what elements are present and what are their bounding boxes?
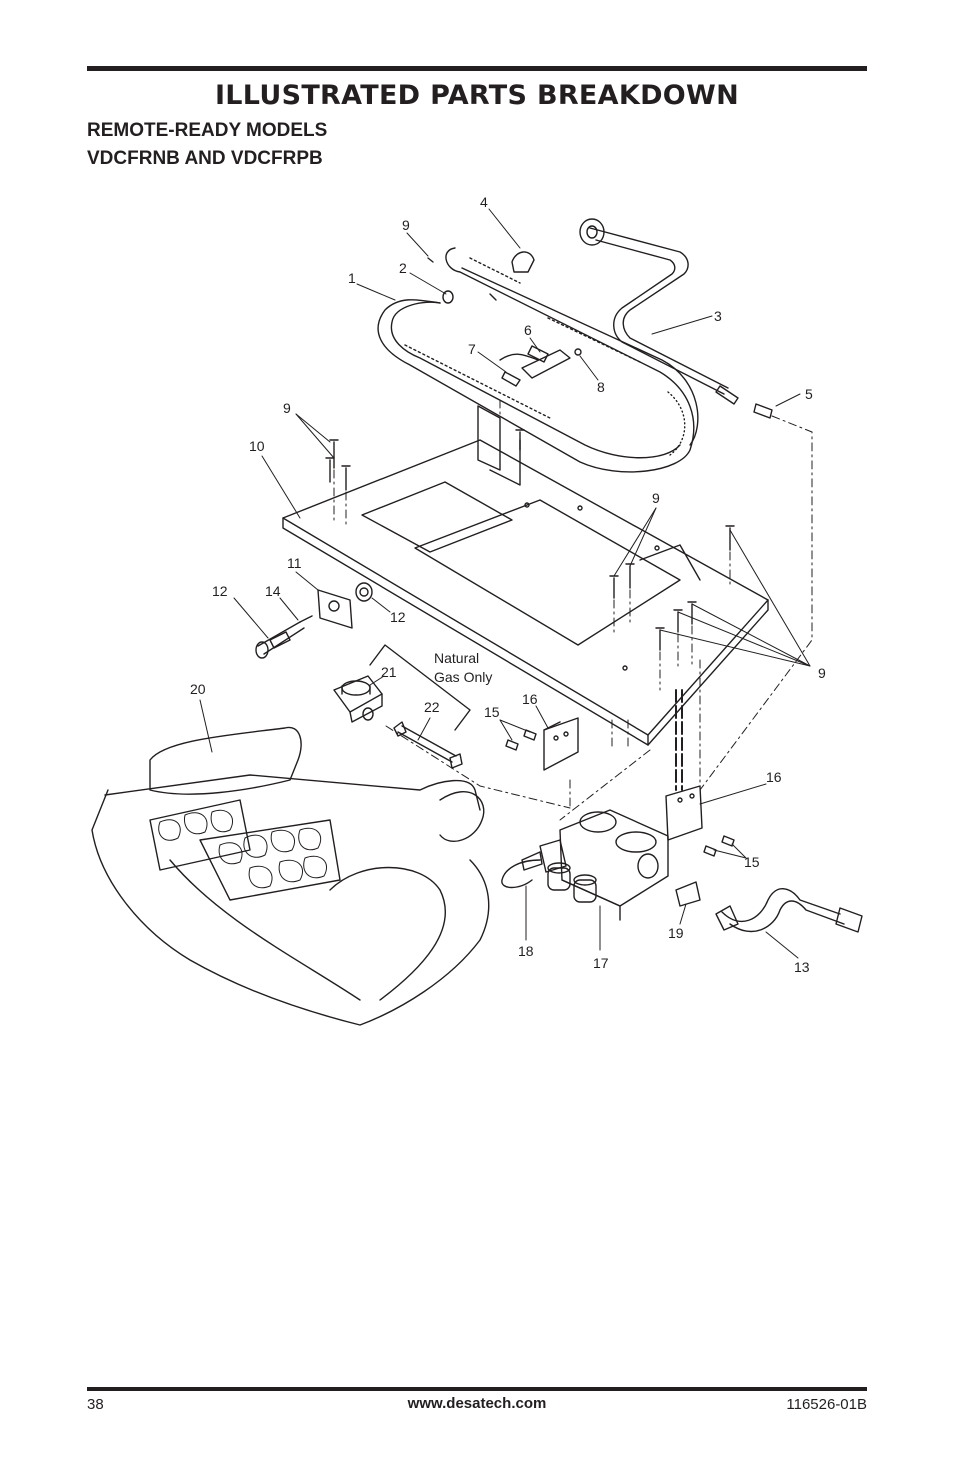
base-plate bbox=[282, 439, 769, 746]
logs-20 bbox=[91, 726, 490, 1026]
callout-17: 17 bbox=[593, 955, 609, 971]
regulator-21 bbox=[333, 675, 383, 723]
callout-16b: 16 bbox=[766, 769, 782, 785]
callout-2: 2 bbox=[399, 260, 407, 276]
callout-10: 10 bbox=[249, 438, 265, 454]
callout-15b: 15 bbox=[744, 854, 760, 870]
pilot-assembly bbox=[499, 345, 582, 387]
callout-5: 5 bbox=[805, 386, 813, 402]
callout-20: 20 bbox=[190, 681, 206, 697]
fitting-19 bbox=[675, 881, 701, 907]
callout-4: 4 bbox=[480, 194, 488, 210]
callout-7: 7 bbox=[468, 341, 476, 357]
website-link[interactable]: www.desatech.com bbox=[407, 1395, 547, 1412]
callout-22: 22 bbox=[424, 699, 440, 715]
wire-18 bbox=[501, 851, 543, 889]
page-title: ILLUSTRATED PARTS BREAKDOWN bbox=[214, 80, 740, 111]
callout-11: 11 bbox=[287, 555, 302, 571]
callout-9d: 9 bbox=[818, 665, 826, 681]
page-number: 38 bbox=[87, 1396, 104, 1413]
callout-15a: 15 bbox=[484, 704, 500, 720]
gas-tube bbox=[579, 218, 739, 405]
callout-13: 13 bbox=[794, 959, 810, 975]
subtitle-line-1: REMOTE-READY MODELS bbox=[87, 120, 328, 141]
screws-15 bbox=[505, 729, 735, 857]
callout-9b: 9 bbox=[283, 400, 291, 416]
bottom-rule bbox=[87, 1387, 867, 1391]
natural-gas-note-line-2: Gas Only bbox=[434, 669, 492, 685]
callout-6: 6 bbox=[524, 322, 532, 338]
tube-22 bbox=[393, 721, 463, 769]
flex-line-13 bbox=[715, 888, 863, 933]
gas-valve-17 bbox=[539, 809, 669, 921]
callout-9c: 9 bbox=[652, 490, 660, 506]
callout-19: 19 bbox=[668, 925, 684, 941]
callout-12b: 12 bbox=[390, 609, 406, 625]
callout-8: 8 bbox=[597, 379, 605, 395]
callout-14: 14 bbox=[265, 583, 281, 599]
bracket-16a bbox=[543, 717, 579, 771]
top-rule bbox=[87, 66, 867, 71]
screws-9 bbox=[325, 429, 735, 651]
callout-18: 18 bbox=[518, 943, 534, 959]
thermocouple-14 bbox=[255, 615, 313, 659]
bracket-16b bbox=[665, 785, 703, 841]
callout-1: 1 bbox=[348, 270, 356, 286]
parts-diagram: 1 2 3 4 5 6 7 8 9 9 9 9 10 11 12 12 13 1… bbox=[91, 194, 863, 1026]
callout-21: 21 bbox=[381, 664, 397, 680]
subtitle-line-2: VDCFRNB AND VDCFRPB bbox=[87, 148, 323, 169]
bracket-11 bbox=[317, 582, 373, 629]
callout-16a: 16 bbox=[522, 691, 538, 707]
document-number: 116526-01B bbox=[786, 1396, 867, 1413]
callout-3: 3 bbox=[714, 308, 722, 324]
fitting-5 bbox=[753, 403, 773, 419]
burner bbox=[377, 247, 699, 473]
deflector-4 bbox=[511, 251, 535, 273]
natural-gas-note-line-1: Natural bbox=[434, 650, 479, 666]
callout-12a: 12 bbox=[212, 583, 228, 599]
callout-9a: 9 bbox=[402, 217, 410, 233]
